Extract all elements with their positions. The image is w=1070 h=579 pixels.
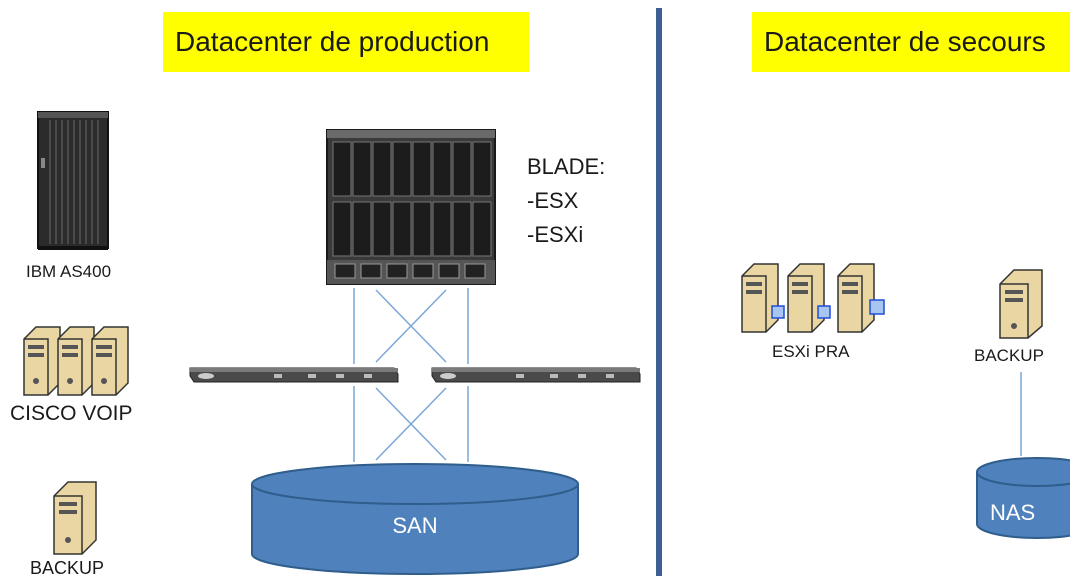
label-esxi-pra: ESXi PRA [772, 342, 850, 361]
title-production: Datacenter de production [163, 12, 529, 72]
server-icon [837, 263, 885, 333]
blade-chassis-icon [326, 129, 496, 285]
label-backup-production: BACKUP [30, 558, 105, 578]
label-cisco: CISCO VOIP [10, 402, 133, 425]
server-icon [787, 263, 831, 333]
server-icon [741, 263, 785, 333]
server-icon [53, 481, 97, 555]
datacenter-divider [656, 8, 662, 576]
title-secours: Datacenter de secours [752, 12, 1070, 72]
blade-label-line-3: -ESXi [527, 222, 584, 247]
rack-icon [37, 111, 109, 250]
disk-icon [251, 463, 579, 575]
link-line [375, 387, 447, 461]
server-group-icon [23, 326, 129, 396]
server-group-icon [741, 263, 885, 333]
label-nas: NAS [990, 500, 1036, 525]
label-san: SAN [392, 513, 438, 538]
disk-icon [976, 457, 1070, 539]
switch-icon [431, 367, 641, 383]
label-backup-secours: BACKUP [974, 346, 1044, 365]
switch-icon [189, 367, 399, 383]
label-ibm: IBM AS400 [26, 262, 112, 281]
link-line [375, 289, 447, 363]
blade-label-line-1: BLADE: [527, 154, 606, 179]
blade-label-line-2: -ESX [527, 188, 579, 213]
server-icon [999, 269, 1043, 339]
server-icon [91, 326, 129, 396]
